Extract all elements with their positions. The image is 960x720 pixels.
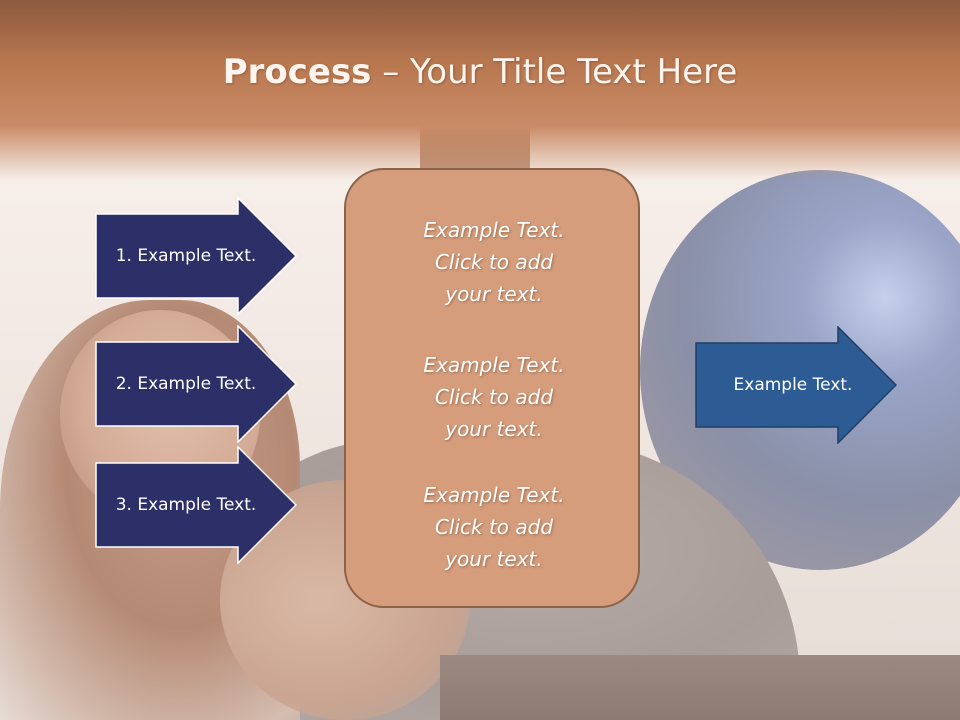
center-paragraph-3: Example Text. Click to add your text. [346, 479, 642, 575]
arrow-shape [95, 197, 297, 315]
paragraph-line: Click to add [434, 515, 554, 539]
arrow-label: 2. Example Text. [115, 374, 257, 394]
paragraph-line: Click to add [434, 385, 554, 409]
arrow-shape [695, 326, 897, 444]
arrow-label: 1. Example Text. [115, 246, 257, 266]
result-arrow[interactable]: Example Text. [695, 326, 897, 444]
paragraph-line: your text. [445, 547, 543, 571]
bench [440, 655, 960, 720]
paragraph-line: Example Text. [423, 483, 565, 507]
title-band [0, 0, 960, 180]
paragraph-line: your text. [445, 282, 543, 306]
process-arrow-2[interactable]: 2. Example Text. [95, 325, 297, 443]
arrow-label: 3. Example Text. [115, 495, 257, 515]
process-arrow-3[interactable]: 3. Example Text. [95, 446, 297, 564]
paragraph-line: Click to add [434, 250, 554, 274]
slide-title[interactable]: Process – Your Title Text Here [0, 52, 960, 92]
title-rest: – Your Title Text Here [371, 52, 738, 92]
paragraph-line: Example Text. [423, 353, 565, 377]
paragraph-line: your text. [445, 417, 543, 441]
arrow-shape [95, 325, 297, 443]
center-paragraph-2: Example Text. Click to add your text. [346, 349, 642, 445]
arrow-shape [95, 446, 297, 564]
center-text-box[interactable]: Example Text. Click to add your text. Ex… [344, 168, 640, 608]
title-bold: Process [222, 52, 372, 92]
process-arrow-1[interactable]: 1. Example Text. [95, 197, 297, 315]
arrow-label: Example Text. [733, 375, 853, 395]
paragraph-line: Example Text. [423, 218, 565, 242]
center-paragraph-1: Example Text. Click to add your text. [346, 214, 642, 310]
